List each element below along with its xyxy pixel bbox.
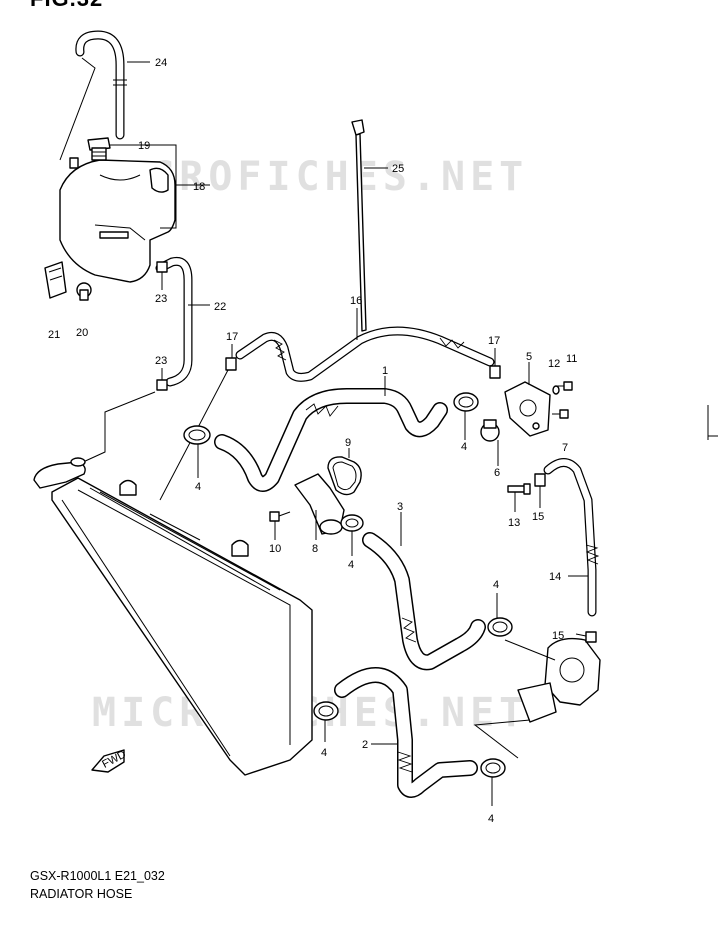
- o-ring[interactable]: [327, 456, 362, 496]
- thermostat-cover[interactable]: [504, 381, 551, 437]
- callout-20: 20: [76, 327, 88, 339]
- callout-4-upper-left: 4: [195, 481, 201, 493]
- hose-clamp-23-lower[interactable]: [156, 379, 168, 391]
- figure-title: FIG.32: [30, 0, 103, 10]
- callout-4-inlet: 4: [348, 559, 354, 571]
- leader-15-lower: [575, 633, 587, 637]
- callout-4-thermostat: 4: [461, 441, 467, 453]
- callout-15-lower: 15: [552, 630, 564, 642]
- callout-21: 21: [48, 329, 60, 341]
- callout-1: 1: [382, 365, 388, 377]
- callout-19: 19: [138, 140, 150, 152]
- reservoir-cap[interactable]: [87, 137, 111, 161]
- reservoir-hose[interactable]: [155, 256, 193, 387]
- callout-11: 11: [566, 353, 577, 365]
- rubber-pad[interactable]: [44, 261, 67, 299]
- hose-clamp-4-thermostat[interactable]: [453, 392, 479, 412]
- callout-6: 6: [494, 467, 500, 479]
- callout-22: 22: [214, 301, 226, 313]
- callout-23-lower: 23: [155, 355, 167, 367]
- cable-tie[interactable]: [351, 119, 367, 332]
- callout-5: 5: [526, 351, 532, 363]
- callout-14: 14: [549, 571, 561, 583]
- hose-clamp-17-left[interactable]: [225, 357, 237, 371]
- reservoir-guide-line: [69, 391, 156, 469]
- water-pump-bypass-hose[interactable]: [543, 458, 600, 617]
- diagram-name: RADIATOR HOSE: [30, 887, 133, 901]
- callout-12: 12: [548, 358, 560, 370]
- callout-16: 16: [350, 295, 362, 307]
- hose-clamp-15-lower[interactable]: [585, 631, 597, 643]
- reservoir-nipple: [69, 157, 79, 169]
- reservoir-breather-hose[interactable]: [75, 30, 127, 140]
- forward-arrow-icon: FWD: [91, 748, 128, 773]
- bolt-7[interactable]: [552, 409, 569, 419]
- bolt-10[interactable]: [269, 511, 291, 522]
- mounting-bolt[interactable]: [76, 282, 92, 301]
- callout-9: 9: [345, 437, 351, 449]
- hose-clamp-15-upper[interactable]: [534, 473, 546, 487]
- radiator-inlet-hose[interactable]: [214, 387, 448, 492]
- callout-24: 24: [155, 57, 167, 69]
- hose-clamp-17-right[interactable]: [489, 365, 501, 379]
- hose-clamp-4-lower-right[interactable]: [480, 758, 506, 778]
- callout-23-upper: 23: [155, 293, 167, 305]
- radiator[interactable]: [51, 477, 313, 776]
- bypass-hose[interactable]: [235, 326, 495, 382]
- callout-15-upper: 15: [532, 511, 544, 523]
- water-pump-cover[interactable]: [504, 637, 601, 723]
- callout-13: 13: [508, 517, 520, 529]
- callout-18: 18: [193, 181, 205, 193]
- callout-3: 3: [397, 501, 403, 513]
- callout-25: 25: [392, 163, 404, 175]
- callout-4-outlet: 4: [493, 579, 499, 591]
- bolt-13[interactable]: [507, 483, 531, 495]
- callout-10: 10: [269, 543, 281, 555]
- radiator-lower-hose[interactable]: [334, 667, 478, 798]
- hose-clamp-23-upper[interactable]: [156, 261, 168, 273]
- callout-8: 8: [312, 543, 318, 555]
- hose-clamp-4-outlet[interactable]: [487, 617, 513, 637]
- thermostat[interactable]: [480, 419, 500, 442]
- callout-17-left: 17: [226, 331, 238, 343]
- washer-12[interactable]: [552, 385, 560, 395]
- pump-guide-lines: [473, 719, 531, 759]
- breather-guide-line: [59, 57, 96, 161]
- radiator-cap[interactable]: [33, 457, 86, 489]
- callout-17-right: 17: [488, 335, 500, 347]
- callout-4-lower-left: 4: [321, 747, 327, 759]
- radiator-outlet-hose[interactable]: [362, 532, 486, 671]
- coolant-reservoir-tank[interactable]: [59, 159, 176, 283]
- hose-clamp-4-upper-left[interactable]: [183, 425, 211, 445]
- bolt-11[interactable]: [556, 381, 573, 391]
- diagram-code: GSX-R1000L1 E21_032: [30, 869, 165, 883]
- hose-clamp-4-inlet[interactable]: [340, 514, 364, 532]
- callout-7: 7: [562, 442, 568, 454]
- callout-4-lower-right: 4: [488, 813, 494, 825]
- callout-2: 2: [362, 739, 368, 751]
- hose-clamp-4-lower-left[interactable]: [313, 701, 339, 721]
- leader-19: [110, 144, 177, 229]
